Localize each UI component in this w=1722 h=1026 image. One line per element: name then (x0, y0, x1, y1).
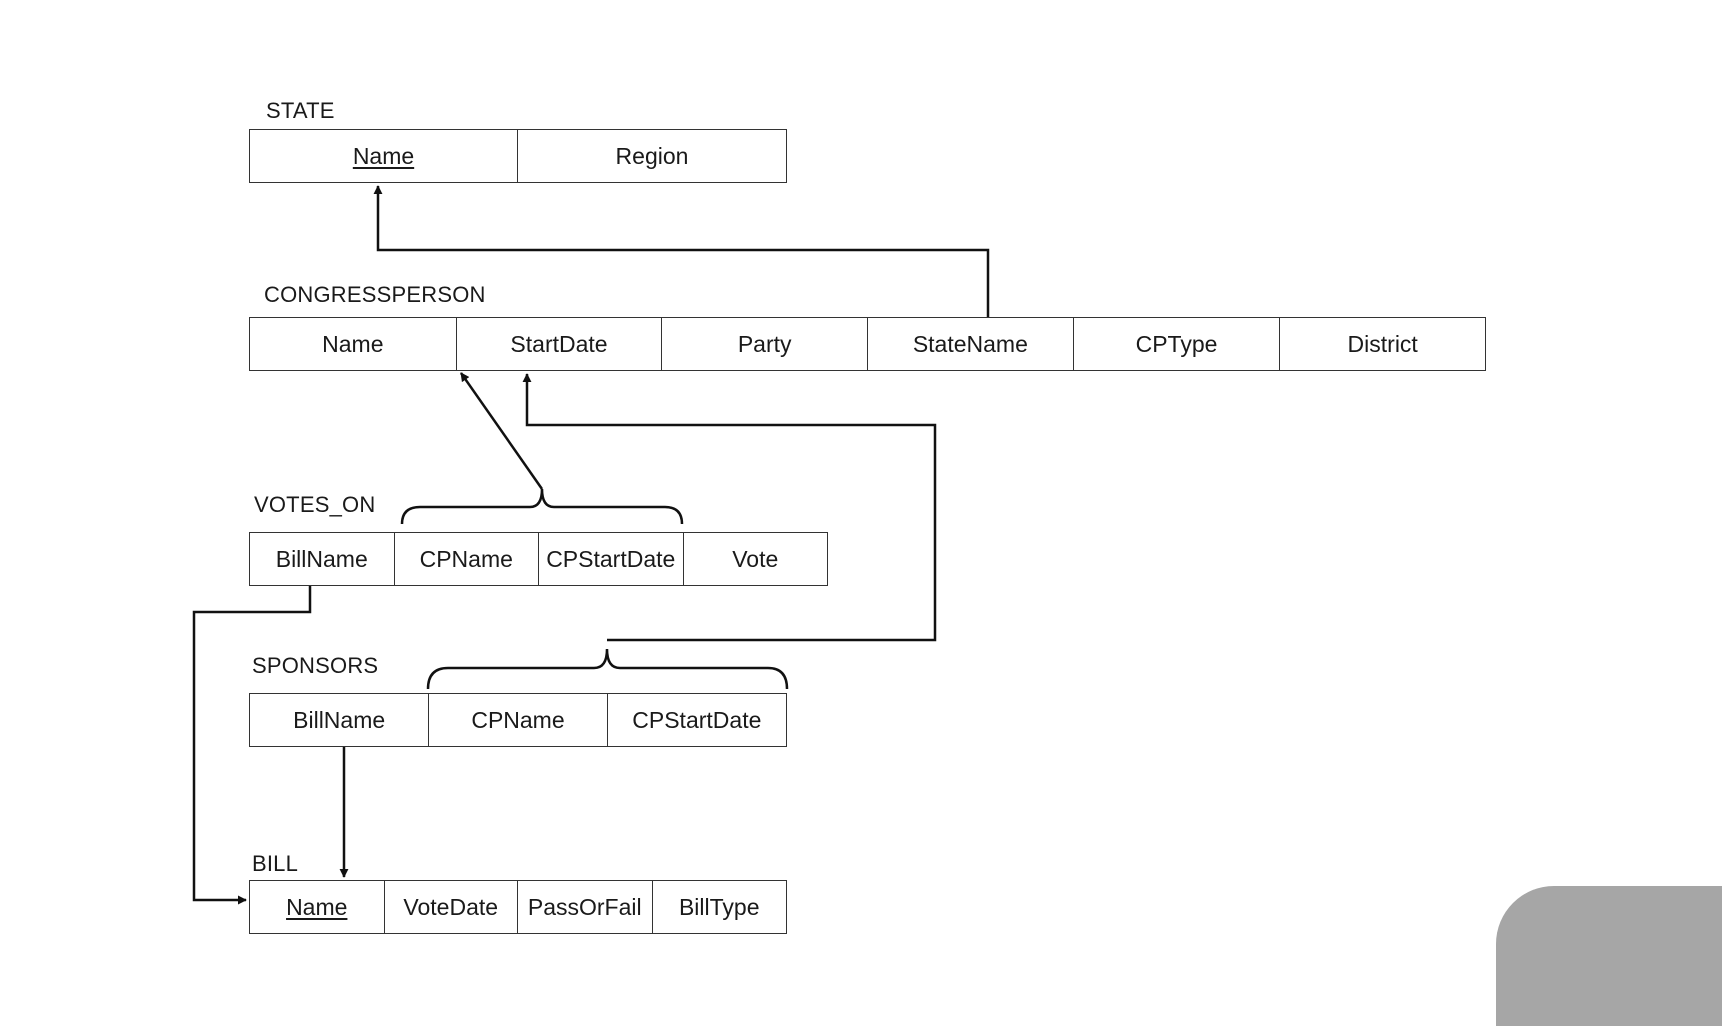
sponsors-attr-cpname: CPName (428, 694, 606, 746)
votes-on-attr-cpstartdate: CPStartDate (538, 533, 683, 585)
sponsors-attr-billname: BillName (293, 706, 386, 733)
bill-attr-name: Name (286, 893, 348, 920)
state-title: STATE (266, 98, 335, 123)
fk-arrow-votes-on-to-congressperson (459, 372, 544, 490)
votes-on-attr-cpname: CPName (393, 533, 539, 585)
bill-attr-votedate: VoteDate (383, 881, 518, 933)
state-attr-region: Region (517, 130, 786, 182)
bill-table: Name VoteDate PassOrFail BillType (249, 880, 787, 934)
sponsors-table: BillName CPName CPStartDate (249, 693, 787, 747)
congressperson-attr-startdate: StartDate (455, 318, 662, 370)
fk-arrow-statename-to-state (373, 185, 990, 317)
votes-on-title: VOTES_ON (254, 492, 376, 517)
votes-on-attr-billname: BillName (275, 545, 368, 572)
sponsors-fk-brace (426, 648, 789, 690)
congressperson-attr-party: Party (661, 318, 867, 370)
fk-arrow-sponsors-to-congressperson (522, 373, 937, 642)
bill-attr-passorfail: PassOrFail (517, 881, 652, 933)
bill-title: BILL (252, 851, 299, 876)
congressperson-attr-district: District (1279, 318, 1485, 370)
sponsors-attr-cpstartdate: CPStartDate (606, 694, 786, 746)
state-table: Name Region (249, 129, 787, 183)
congressperson-table: Name StartDate Party StateName CPType Di… (249, 317, 1486, 371)
congressperson-attr-name: Name (322, 330, 384, 357)
corner-tab (1496, 886, 1722, 1026)
fk-arrow-votes-on-billname-to-bill (192, 586, 312, 905)
congressperson-attr-cptype: CPType (1072, 318, 1280, 370)
congressperson-title: CONGRESSPERSON (264, 282, 486, 307)
votes-on-fk-brace (400, 488, 684, 525)
votes-on-attr-vote: Vote (682, 533, 828, 585)
state-attr-name: Name (352, 142, 415, 169)
votes-on-table: BillName CPName CPStartDate Vote (249, 532, 828, 586)
sponsors-title: SPONSORS (252, 653, 379, 678)
congressperson-attr-statename: StateName (867, 318, 1073, 370)
bill-attr-billtype: BillType (651, 881, 787, 933)
